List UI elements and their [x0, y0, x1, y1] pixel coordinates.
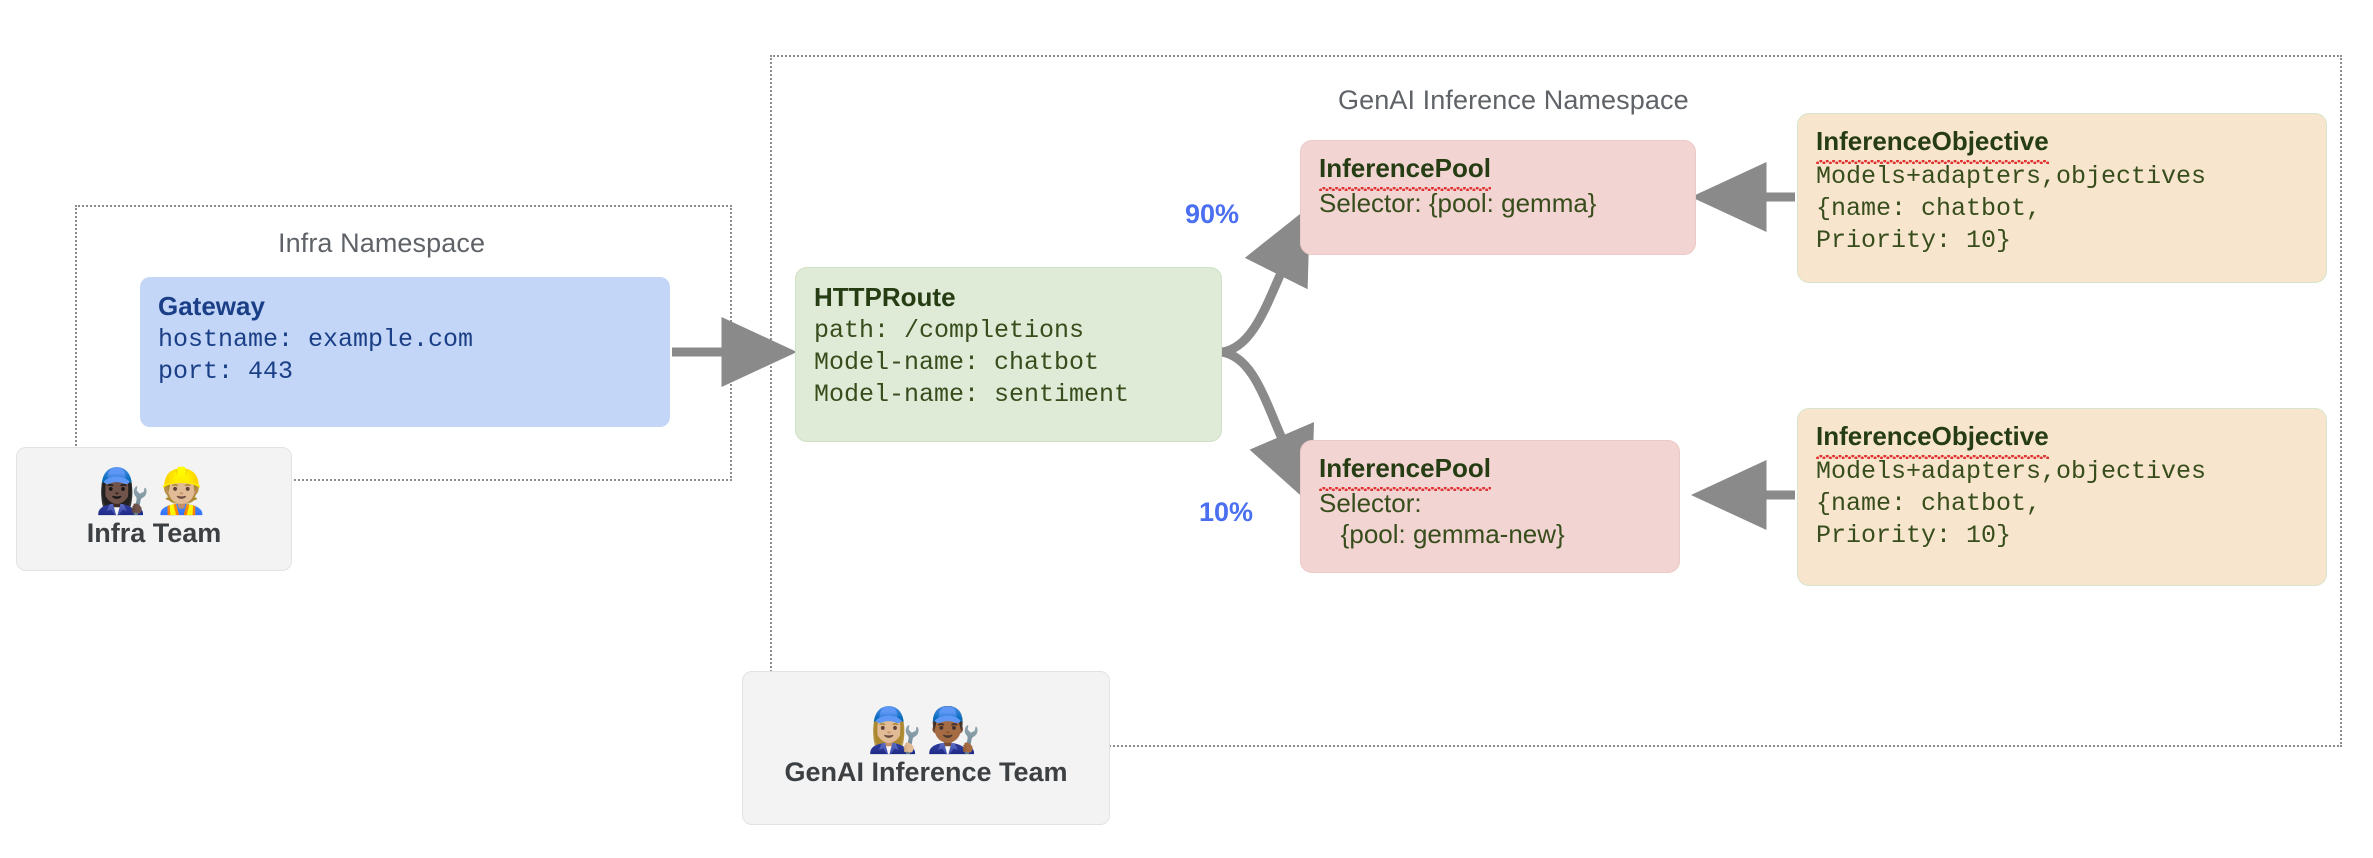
construction-worker-icon: 👩🏿‍🔧👷🏼 — [95, 466, 213, 518]
team-chip-genai-inference[interactable]: 👩🏼‍🔧👨🏾‍🔧 GenAI Inference Team — [742, 671, 1110, 825]
card-inferenceobjective-bottom[interactable]: InferenceObjective Models+adapters,objec… — [1797, 408, 2327, 586]
namespace-genai-label: GenAI Inference Namespace — [1338, 85, 1689, 115]
card-inferencepool-gemma-title: InferencePool — [1319, 153, 1491, 191]
namespace-infra-label: Infra Namespace — [278, 228, 486, 258]
card-inferencepool-gemma[interactable]: InferencePool Selector: {pool: gemma} — [1300, 140, 1696, 255]
weight-label-90: 90% — [1185, 199, 1240, 229]
card-inferencepool-gemma-body: Selector: {pool: gemma} — [1319, 187, 1597, 218]
card-httproute-title: HTTPRoute — [814, 282, 956, 312]
card-inferenceobjective-bottom-body: Models+adapters,objectives {name: chatbo… — [1816, 456, 2207, 550]
card-inferencepool-gemma-new-body: Selector: {pool: gemma-new} — [1319, 487, 1565, 550]
team-chip-infra[interactable]: 👩🏿‍🔧👷🏼 Infra Team — [16, 447, 292, 571]
namespace-genai — [770, 55, 2342, 747]
weight-label-10: 10% — [1199, 497, 1254, 527]
team-chip-infra-label: Infra Team — [86, 517, 222, 548]
card-inferenceobjective-top[interactable]: InferenceObjective Models+adapters,objec… — [1797, 113, 2327, 283]
card-gateway-title: Gateway — [158, 291, 265, 321]
card-inferencepool-gemma-new-title: InferencePool — [1319, 453, 1491, 491]
card-inferenceobjective-bottom-title: InferenceObjective — [1816, 421, 2049, 459]
mechanic-icon: 👩🏼‍🔧👨🏾‍🔧 — [867, 705, 985, 757]
card-httproute-body: path: /completions Model-name: chatbot M… — [814, 315, 1130, 409]
card-gateway[interactable]: Gateway hostname: example.com port: 443 — [140, 277, 670, 427]
card-gateway-body: hostname: example.com port: 443 — [158, 324, 474, 386]
card-inferenceobjective-top-body: Models+adapters,objectives {name: chatbo… — [1816, 161, 2207, 255]
card-httproute[interactable]: HTTPRoute path: /completions Model-name:… — [795, 267, 1222, 442]
card-inferencepool-gemma-new[interactable]: InferencePool Selector: {pool: gemma-new… — [1300, 440, 1680, 573]
card-inferenceobjective-top-title: InferenceObjective — [1816, 126, 2049, 164]
team-chip-genai-inference-label: GenAI Inference Team — [784, 756, 1068, 787]
